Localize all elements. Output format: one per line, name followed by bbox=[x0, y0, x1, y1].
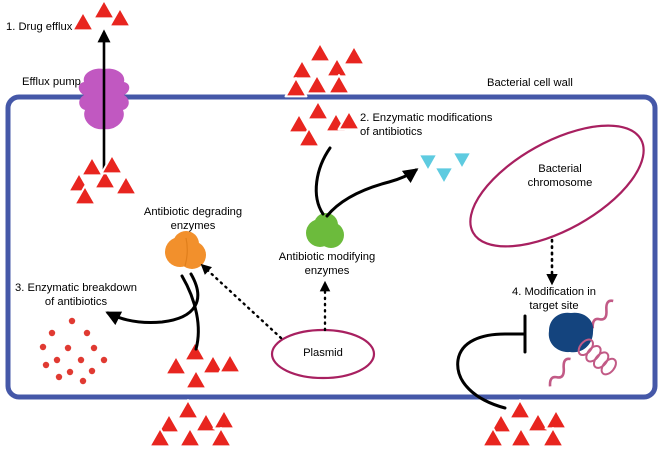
degraded-fragment-dot bbox=[55, 373, 63, 381]
degraded-fragment-dot bbox=[90, 344, 98, 352]
antibiotic-triangle bbox=[80, 156, 104, 177]
antibiotic-triangle bbox=[93, 169, 117, 190]
target-site-icon bbox=[548, 299, 617, 387]
antibiotic-triangle bbox=[184, 369, 208, 390]
antibiotic-triangle bbox=[201, 354, 225, 375]
antibiotic-inhibition-arrow bbox=[456, 332, 526, 410]
modifying-enzyme-to-modified-antibiotics-arrow bbox=[325, 168, 419, 218]
antibiotic-triangle bbox=[92, 0, 116, 20]
antibiotic-modification-arrow bbox=[314, 146, 332, 216]
degraded-fragment-dot bbox=[53, 356, 61, 364]
antibiotic-triangle bbox=[481, 427, 505, 448]
antibiotic-cluster-outside-bottom-left bbox=[148, 399, 236, 448]
antibiotic-triangle bbox=[218, 353, 242, 374]
antibiotic-triangle bbox=[342, 45, 366, 66]
plasmid-icon bbox=[270, 328, 376, 380]
antibiotic-triangle bbox=[337, 110, 361, 131]
label-drug-efflux: 1. Drug efflux bbox=[6, 21, 73, 33]
bacterial-chromosome-icon bbox=[469, 124, 645, 248]
antibiotic-triangle bbox=[212, 409, 236, 430]
degraded-fragment-dot bbox=[79, 377, 87, 385]
antibiotic-triangles bbox=[67, 0, 568, 448]
label-bacterial-chromosome: Bacterial chromosome bbox=[527, 163, 593, 189]
antibiotic-triangle bbox=[509, 427, 533, 448]
antibiotic-triangle bbox=[544, 409, 568, 430]
antibiotic-triangle bbox=[114, 175, 138, 196]
label-bacterial-cell-wall: Bacterial cell wall bbox=[487, 77, 573, 89]
antibiotic-triangle bbox=[164, 355, 188, 376]
degraded-fragment-dot bbox=[77, 356, 85, 364]
antibiotic-triangle bbox=[194, 412, 218, 433]
antibiotic-triangle bbox=[305, 74, 329, 95]
modified-antibiotic-triangle bbox=[434, 166, 454, 185]
antibiotic-triangle bbox=[308, 42, 332, 63]
antibiotic-degrading-enzyme-icon bbox=[165, 231, 206, 269]
antibiotic-triangle bbox=[178, 427, 202, 448]
antibiotic-triangle bbox=[157, 413, 181, 434]
antibiotic-triangle bbox=[541, 427, 565, 448]
antibiotic-cluster-inside-below-efflux bbox=[67, 154, 138, 206]
degraded-fragment-dot bbox=[100, 356, 108, 364]
antibiotic-cluster-outside-top-efflux bbox=[71, 0, 132, 32]
plasmid-to-degrading-enzyme-arrow bbox=[200, 263, 283, 340]
modified-antibiotic-triangles bbox=[418, 151, 472, 185]
degraded-fragment-dot bbox=[68, 317, 76, 325]
antibiotic-triangle bbox=[508, 399, 532, 420]
antibiotic-triangle bbox=[306, 100, 330, 121]
antibiotic-triangle bbox=[327, 74, 351, 95]
antibiotic-triangle bbox=[287, 113, 311, 134]
antibiotic-triangle bbox=[489, 413, 513, 434]
antibiotic-triangle bbox=[71, 11, 95, 32]
antibiotic-triangle bbox=[183, 341, 207, 362]
antibiotic-cluster-inside-upper-middle bbox=[287, 100, 361, 148]
degraded-fragment-dot bbox=[66, 368, 74, 376]
degraded-fragment-dot bbox=[88, 367, 96, 375]
antibiotic-cluster-outside-top-middle bbox=[284, 42, 366, 98]
antibiotic-triangle bbox=[284, 77, 308, 98]
label-antibiotic-modifying-enzymes: Antibiotic modifying enzymes bbox=[278, 251, 376, 277]
label-plasmid: Plasmid bbox=[303, 347, 343, 359]
antibiotic-cluster-outside-bottom-right bbox=[481, 399, 568, 448]
degraded-antibiotic-fragments bbox=[39, 317, 108, 385]
degraded-fragment-dot bbox=[48, 329, 56, 337]
modified-antibiotic-triangle bbox=[418, 153, 438, 172]
antibiotic-triangle bbox=[297, 127, 321, 148]
label-antibiotic-degrading-enzymes: Antibiotic degrading enzymes bbox=[143, 206, 243, 232]
antibiotic-triangle bbox=[100, 154, 124, 175]
antibiotic-triangle bbox=[325, 57, 349, 78]
antibiotic-modifying-enzyme-icon bbox=[306, 213, 344, 248]
antibiotics-to-degrading-enzyme-arrow bbox=[180, 274, 200, 351]
label-modification-target-site: 4. Modification in target site bbox=[512, 286, 596, 312]
label-enzymatic-modifications: 2. Enzymatic modifications of antibiotic… bbox=[360, 112, 493, 138]
antibiotic-cluster-inside-lower-left bbox=[164, 341, 242, 390]
degraded-fragment-dot bbox=[64, 344, 72, 352]
antibiotic-triangle bbox=[108, 7, 132, 28]
antibiotic-triangle bbox=[148, 427, 172, 448]
antibiotic-triangle bbox=[73, 185, 97, 206]
antibiotic-triangle bbox=[209, 427, 233, 448]
modified-antibiotic-triangle bbox=[452, 151, 472, 170]
degraded-fragment-dot bbox=[42, 361, 50, 369]
label-enzymatic-breakdown: 3. Enzymatic breakdown of antibiotics bbox=[15, 282, 137, 308]
degraded-fragment-dot bbox=[83, 329, 91, 337]
degraded-fragment-dot bbox=[39, 343, 47, 351]
bacterial-cell-wall bbox=[5, 94, 658, 400]
degrading-enzyme-to-fragments-arrow bbox=[105, 272, 200, 326]
label-efflux-pump: Efflux pump bbox=[22, 76, 81, 88]
antibiotic-triangle bbox=[526, 412, 550, 433]
antibiotic-triangle bbox=[176, 399, 200, 420]
antibiotic-triangle bbox=[290, 59, 314, 80]
